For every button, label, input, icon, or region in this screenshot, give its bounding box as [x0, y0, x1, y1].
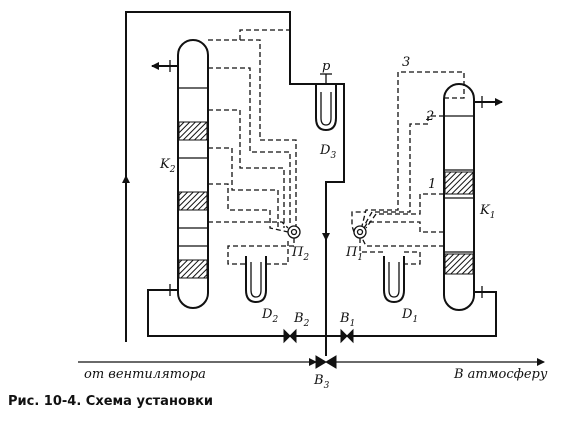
- label-tap-2: 2: [425, 109, 434, 124]
- label-k2: K2: [159, 157, 176, 175]
- manometer-d3: [315, 73, 337, 132]
- label-tap-3: 3: [402, 55, 410, 70]
- label-b1: B1: [339, 311, 355, 329]
- label-d2: D2: [261, 307, 278, 325]
- impulse-lines: [208, 29, 465, 265]
- label-p2: П2: [291, 245, 309, 263]
- label-b3: B3: [313, 373, 330, 391]
- valve-b1: [340, 328, 354, 344]
- label-tap-1: 1: [428, 177, 436, 192]
- label-d1: D1: [401, 307, 418, 325]
- label-k1: K1: [479, 203, 495, 221]
- label-b2: B2: [293, 311, 310, 329]
- column-k2: [177, 39, 209, 309]
- manometer-d1: [383, 256, 405, 304]
- manometer-d2: [245, 256, 267, 304]
- label-to-atmosphere: В атмосферу: [453, 367, 548, 382]
- valve-b3: [315, 355, 337, 369]
- switch-p2: [287, 225, 301, 239]
- figure-caption: Рис. 10-4. Схема установки: [8, 394, 214, 409]
- label-d3: D3: [319, 143, 336, 161]
- valve-b2: [283, 328, 297, 344]
- label-p1: П1: [345, 245, 363, 263]
- label-p: р: [322, 59, 331, 74]
- label-from-source: от вентилятора: [84, 367, 206, 382]
- column-k1: [443, 83, 475, 311]
